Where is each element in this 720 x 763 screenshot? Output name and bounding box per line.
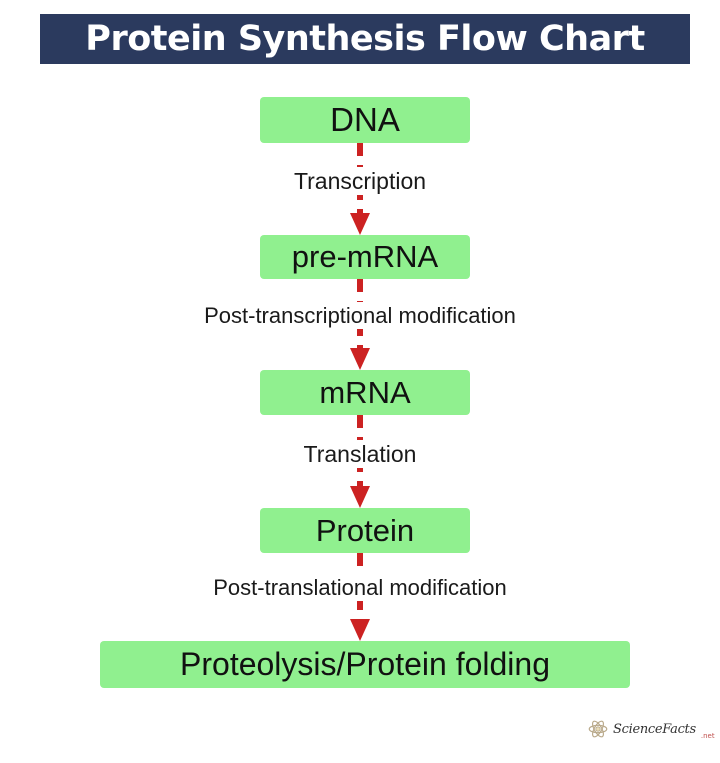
flow-node-dna-label: DNA — [330, 101, 400, 138]
title-banner: Protein Synthesis Flow Chart — [40, 14, 690, 64]
flow-node-pre-mrna-label: pre-mRNA — [291, 239, 439, 274]
arrow-down-icon — [350, 279, 370, 370]
flow-edge-post-transcriptional: Post-transcriptional modification — [0, 279, 720, 370]
flow-node-proteolysis-label: Proteolysis/Protein folding — [180, 646, 550, 682]
page-title: Protein Synthesis Flow Chart — [85, 18, 645, 59]
arrow-down-icon — [350, 143, 370, 235]
flow-edge-transcription: Transcription — [0, 143, 720, 235]
watermark: ScienceFacts .net — [588, 714, 715, 744]
flow-node-protein-label: Protein — [315, 512, 415, 548]
watermark-name: ScienceFacts — [613, 721, 696, 737]
arrow-down-icon — [350, 553, 370, 641]
flow-node-mrna-label: mRNA — [319, 374, 411, 410]
flow-node-pre-mrna: pre-mRNA — [260, 235, 470, 279]
flow-edge-post-translational: Post-translational modification — [0, 553, 720, 641]
flow-edge-translation-label: Translation — [0, 440, 720, 468]
flow-edge-post-translational-label: Post-translational modification — [0, 574, 720, 602]
flow-edge-translation: Translation — [0, 415, 720, 508]
flow-node-dna: DNA — [260, 97, 470, 143]
flow-node-protein: Protein — [260, 508, 470, 553]
flow-edge-post-transcriptional-label: Post-transcriptional modification — [0, 302, 720, 330]
flow-node-proteolysis: Proteolysis/Protein folding — [100, 641, 630, 688]
watermark-tld: .net — [700, 732, 715, 740]
arrow-down-icon — [350, 415, 370, 508]
flow-edge-transcription-label: Transcription — [0, 167, 720, 195]
flow-node-mrna: mRNA — [260, 370, 470, 415]
atom-icon — [588, 720, 608, 738]
